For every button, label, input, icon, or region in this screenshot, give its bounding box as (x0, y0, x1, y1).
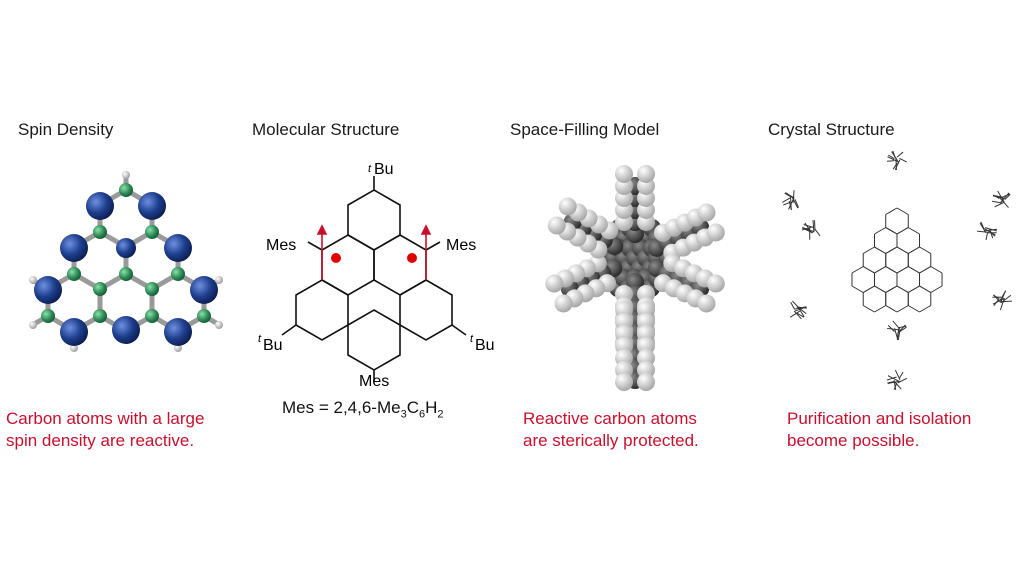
mes-def-text: C (407, 398, 419, 417)
caption-line: Reactive carbon atoms (523, 408, 699, 430)
panel-title: Spin Density (18, 120, 113, 140)
tbu-label: Bu (374, 161, 394, 178)
radical-dot (407, 253, 417, 263)
mes-definition: Mes = 2,4,6-Me3C6H2 (282, 398, 444, 420)
panel-title: Molecular Structure (252, 120, 399, 140)
mes-def-text: Mes = 2,4,6-Me (282, 398, 401, 417)
panel-caption: Purification and isolation become possib… (787, 408, 971, 452)
tbu-sup-label: t (470, 333, 474, 345)
panel-caption: Reactive carbon atoms are sterically pro… (523, 408, 699, 452)
caption-line: are sterically protected. (523, 430, 699, 452)
mes-label: Mes (359, 373, 389, 390)
tbu-sup-label: t (258, 333, 262, 345)
spin-density-model (18, 170, 258, 370)
mes-def-sub: 2 (437, 408, 443, 420)
crystal-structure-drawing (772, 150, 1022, 400)
space-filling-model (510, 150, 760, 400)
tbu-label: Bu (475, 337, 495, 354)
radical-dot (331, 253, 341, 263)
caption-line: Carbon atoms with a large (6, 408, 204, 430)
mes-label: Mes (266, 237, 296, 254)
panel-title: Space-Filling Model (510, 120, 659, 140)
caption-line: spin density are reactive. (6, 430, 204, 452)
panel-title: Crystal Structure (768, 120, 895, 140)
mes-label: Mes (446, 237, 476, 254)
tbu-label: Bu (263, 337, 283, 354)
mes-def-text: H (425, 398, 437, 417)
panel-caption: Carbon atoms with a large spin density a… (6, 408, 204, 452)
caption-line: become possible. (787, 430, 971, 452)
caption-line: Purification and isolation (787, 408, 971, 430)
tbu-sup-label: t (368, 163, 372, 175)
molecular-structure-drawing: t Bu Mes Mes t Bu t Bu Mes (250, 150, 510, 390)
